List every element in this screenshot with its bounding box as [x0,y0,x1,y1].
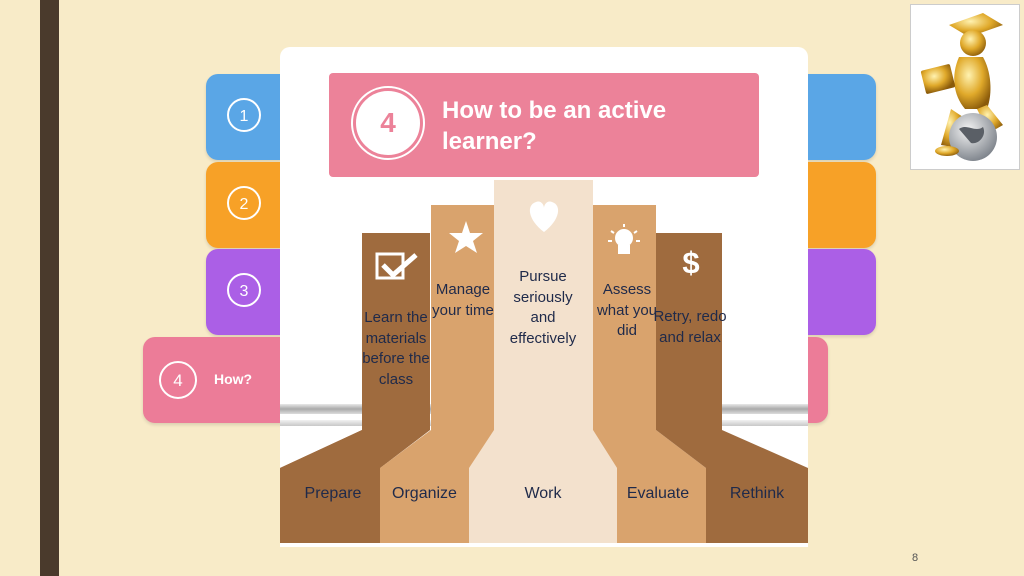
step-column-evaluate [593,205,706,468]
strip-2-number: 2 [227,186,261,220]
strip-4-number: 4 [159,361,197,399]
category-prepare: Prepare [304,485,362,502]
step-column-organize [380,205,494,470]
step-text-prepare: Learn the materials before the class [362,309,430,388]
step-text-organize: Manage your time [432,281,494,319]
page-number: 8 [912,552,919,564]
strip-1-number: 1 [227,98,261,132]
category-work: Work [524,485,562,502]
step-column-rethink [656,233,808,468]
golden-figure-laptop-image [910,4,1020,170]
step-text-work: Pursue seriously and effectively [509,268,577,347]
category-evaluate: Evaluate [626,485,690,502]
page-title: How to be an active learner? [442,97,667,155]
category-organize: Organize [392,485,457,502]
star-icon [449,221,483,253]
step-text-rethink: Retry, redo and relax [653,308,727,346]
title-banner: 4 How to be an active learner? [329,73,759,177]
strip-4-label: How? [214,371,253,387]
left-accent-bar [40,0,59,576]
heart-icon [529,201,559,232]
lightbulb-icon [608,224,640,254]
title-number: 4 [353,88,423,158]
checkbox-icon [375,252,418,280]
dollar-icon: $ [682,245,700,280]
category-rethink: Rethink [729,485,785,502]
golden-figure-illustration [920,13,1003,161]
step-text-evaluate: Assess what you did [596,281,658,339]
strip-3-number: 3 [227,273,261,307]
step-column-work [469,180,617,468]
